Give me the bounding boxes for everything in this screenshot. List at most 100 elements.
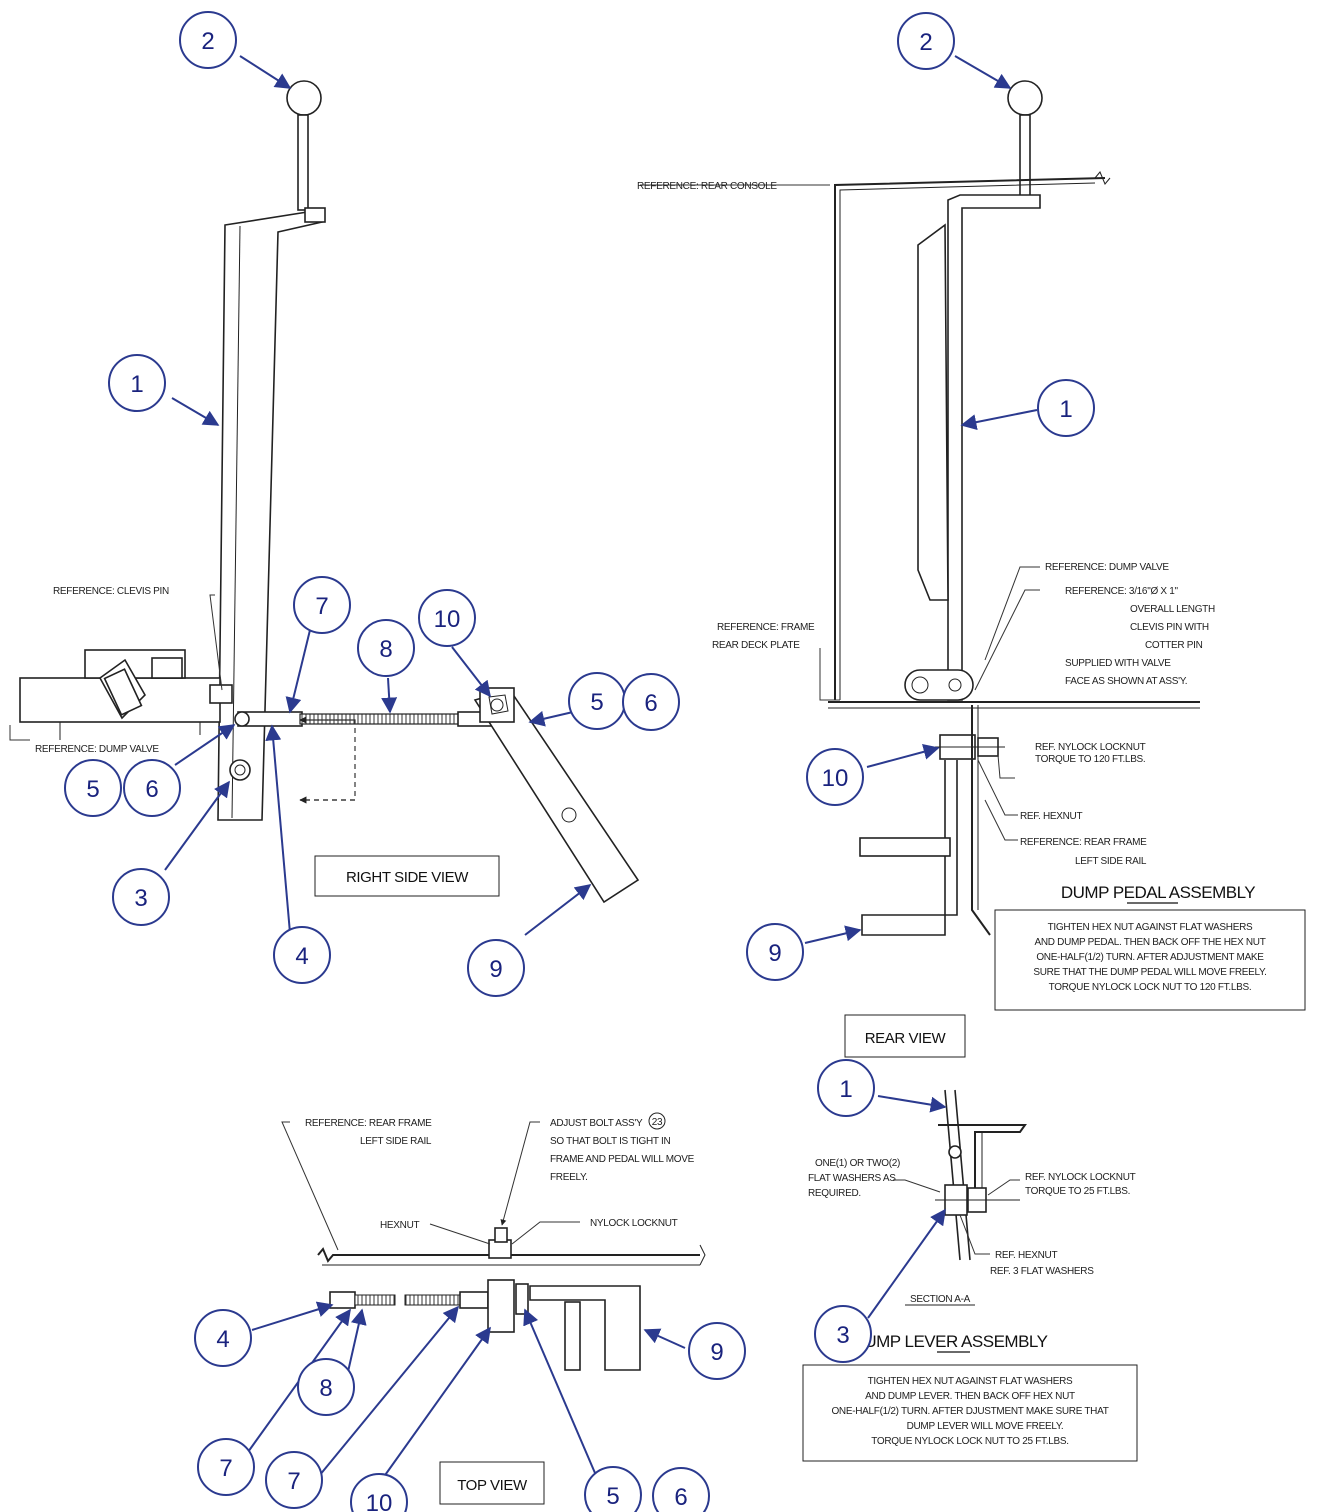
clevis-note-l2: OVERALL LENGTH [1130,604,1215,615]
callout-bubble-3-side: 3 [112,868,170,926]
callout-circle [293,576,351,634]
adjust-bolt-ref: 23 [652,1117,663,1128]
callout-bubble-6-side-r: 6 [622,673,680,731]
callout-bubble-9-top: 9 [688,1322,746,1380]
callout-bubble-8-top: 8 [297,1358,355,1416]
callout-number: 6 [674,1484,687,1511]
callout-bubble-1-sec: 1 [817,1059,875,1117]
lever-assembly-title: DUMP LEVER ASSEMBLY [853,1332,1048,1351]
callout-number: 6 [644,690,657,717]
callout-circle [265,1451,323,1509]
callout-number: 2 [201,28,214,55]
lever-note-box [802,1364,1138,1462]
adjust-bolt-l4: FREELY. [550,1172,588,1183]
callout-bubble-9-side: 9 [467,939,525,997]
pedal-note-l4: SURE THAT THE DUMP PEDAL WILL MOVE FREEL… [1033,967,1266,978]
lever-rear [947,194,1041,701]
callout-bubble-10-top: 10 [350,1473,408,1512]
knob [286,80,322,116]
callout-circle [108,354,166,412]
lever-note-l1: TIGHTEN HEX NUT AGAINST FLAT WASHERS [868,1376,1073,1387]
callout-number: 2 [919,29,932,56]
lever-note-l2: AND DUMP LEVER. THEN BACK OFF HEX NUT [865,1391,1075,1402]
callout-bubble-6-side-l: 6 [123,759,181,817]
top-view-label: TOP VIEW [457,1477,528,1494]
threaded-rod [299,713,461,725]
callout-bubble-5-side-l: 5 [64,759,122,817]
clevis-note-l6: FACE AS SHOWN AT ASS'Y. [1065,676,1187,687]
callout-number: 5 [606,1483,619,1510]
callout-bubble-10-rear: 10 [806,748,864,806]
pedal-note-l3: ONE-HALF(1/2) TURN. AFTER ADJUSTMENT MAK… [1036,952,1264,963]
frame-deck-ref: REFERENCE: FRAME REAR DECK PLATE [712,622,815,651]
clevis-note: REFERENCE: 3/16"Ø X 1" OVERALL LENGTH CL… [1065,586,1215,687]
clevis-note-l4: COTTER PIN [1145,640,1203,651]
callout-bubble-8-side: 8 [357,619,415,677]
callout-circle [817,1059,875,1117]
rear-frame-rail-l1: REFERENCE: REAR FRAME [1020,837,1147,848]
callout-circle [806,748,864,806]
callout-number: 3 [836,1322,849,1349]
callout-number: 1 [1059,396,1072,423]
callout-number: 1 [130,371,143,398]
dump-valve-ref-left: REFERENCE: DUMP VALVE [35,744,159,755]
callout-circle [357,619,415,677]
callout-circle [652,1467,710,1512]
nylock-25-l2: TORQUE TO 25 FT.LBS. [1025,1186,1130,1197]
callout-bubble-10-side: 10 [418,589,476,647]
callout-bubble-7-top-b: 7 [265,1451,323,1509]
callout-bubble-4-side: 4 [273,926,331,984]
callout-circle [64,759,122,817]
pedal-note-l2: AND DUMP PEDAL. THEN BACK OFF THE HEX NU… [1034,937,1265,948]
right-side-view-label: RIGHT SIDE VIEW [346,869,469,886]
right-side-view-box [314,855,500,897]
nylock-120-l1: REF. NYLOCK LOCKNUT [1035,742,1146,753]
callout-bubble-5-side-r: 5 [568,672,626,730]
callout-bubble-5-top: 5 [584,1466,642,1512]
frame-deck-l2: REAR DECK PLATE [712,640,800,651]
callout-circle [194,1309,252,1367]
rear-view-box [844,1014,966,1058]
callout-circle [179,11,237,69]
ref-hexnut: REF. HEXNUT [1020,811,1082,822]
top-view: TOP VIEW REFERENCE: REAR FRAME LEFT SIDE… [281,1112,706,1505]
flat-washers-l3: REQUIRED. [808,1188,861,1199]
section-label: SECTION A-A [910,1294,971,1305]
frame-deck-l1: REFERENCE: FRAME [717,622,815,633]
flat-washers-l1: ONE(1) OR TWO(2) [815,1158,900,1169]
callout-number: 10 [366,1490,393,1512]
pedal-rear [861,760,958,936]
lever-handle [297,114,309,211]
callout-bubble-7-top-a: 7 [197,1438,255,1496]
nylock-locknut-label: NYLOCK LOCKNUT [590,1218,678,1229]
top-rear-frame-l1: REFERENCE: REAR FRAME [305,1118,432,1129]
callout-circle [746,923,804,981]
callout-bubble-3-sec: 3 [814,1305,872,1363]
top-rail [317,1247,700,1263]
rear-view-label: REAR VIEW [865,1030,947,1047]
callout-number: 10 [822,765,849,792]
rear-console [834,177,1106,700]
rear-frame-rail-l2: LEFT SIDE RAIL [1075,856,1147,867]
callout-circle [273,926,331,984]
callout-bubble-9-rear: 9 [746,923,804,981]
pedal-note: TIGHTEN HEX NUT AGAINST FLAT WASHERS AND… [1033,922,1267,993]
callout-number: 8 [379,636,392,663]
nylock-120-l2: TORQUE TO 120 FT.LBS. [1035,754,1145,765]
lever-note-l3: ONE-HALF(1/2) TURN. AFTER DJUSTMENT MAKE… [831,1406,1108,1417]
callout-number: 5 [86,776,99,803]
callout-circle [467,939,525,997]
callout-circle [418,589,476,647]
callout-number: 1 [839,1076,852,1103]
callout-bubble-2-left: 2 [179,11,237,69]
callout-circle [112,868,170,926]
callout-circle [814,1305,872,1363]
callout-circle [622,673,680,731]
clevis-note-l1: REFERENCE: 3/16"Ø X 1" [1065,586,1179,597]
dump-valve-ref-right: REFERENCE: DUMP VALVE [1045,562,1169,573]
top-rear-frame-l2: LEFT SIDE RAIL [360,1136,432,1147]
callout-circle [197,1438,255,1496]
ref-hexnut-3-l2: REF. 3 FLAT WASHERS [990,1266,1094,1277]
